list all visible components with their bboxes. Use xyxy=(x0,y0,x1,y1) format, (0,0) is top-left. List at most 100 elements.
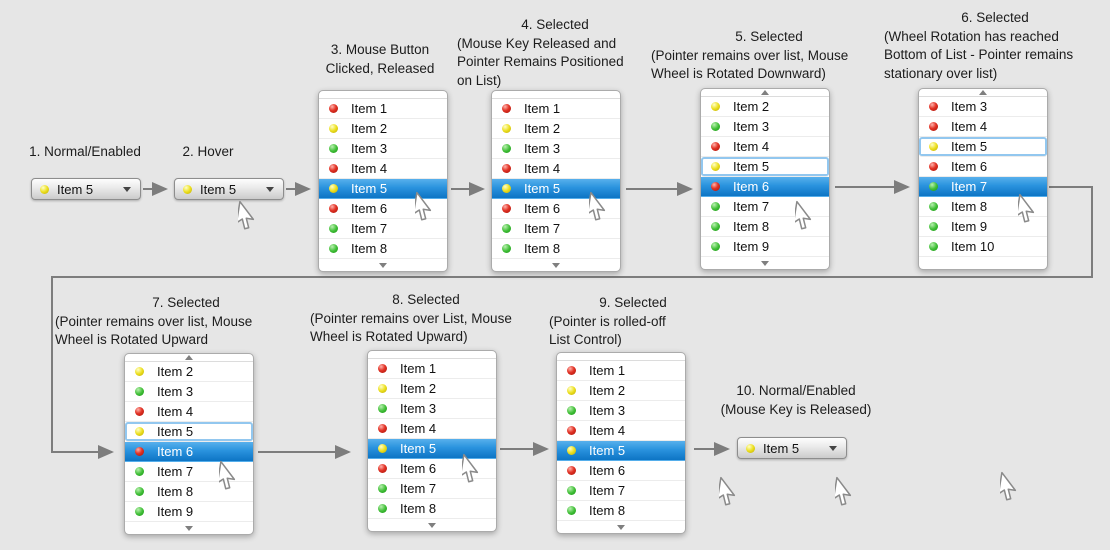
list-item-item-2[interactable]: Item 2 xyxy=(319,119,447,139)
list-item-item-8[interactable]: Item 8 xyxy=(919,197,1047,217)
bullet-yellow-icon xyxy=(329,184,338,193)
list-item-item-5[interactable]: Item 5 xyxy=(557,441,685,461)
list-item-item-4[interactable]: Item 4 xyxy=(319,159,447,179)
combobox-hover-2[interactable]: Item 5 xyxy=(174,178,284,200)
scroll-up-strip[interactable] xyxy=(125,354,253,362)
list-item-item-7[interactable]: Item 7 xyxy=(319,219,447,239)
list-item-item-3[interactable]: Item 3 xyxy=(319,139,447,159)
list-item-item-6[interactable]: Item 6 xyxy=(701,177,829,197)
list-item-item-7[interactable]: Item 7 xyxy=(368,479,496,499)
scroll-down-strip[interactable] xyxy=(701,257,829,269)
label-line: Bottom of List - Pointer remains xyxy=(884,47,1074,62)
list-item-item-1[interactable]: Item 1 xyxy=(492,99,620,119)
list-item-item-9[interactable]: Item 9 xyxy=(701,237,829,257)
state-label-5: 5. Selected(Pointer remains over list, M… xyxy=(651,28,887,84)
list-item-item-3[interactable]: Item 3 xyxy=(919,97,1047,117)
list-item-item-3[interactable]: Item 3 xyxy=(557,401,685,421)
list-item-item-2[interactable]: Item 2 xyxy=(492,119,620,139)
scroll-up-strip[interactable] xyxy=(701,89,829,97)
bullet-red-icon xyxy=(929,102,938,111)
list-item-item-6[interactable]: Item 6 xyxy=(557,461,685,481)
scroll-down-strip[interactable] xyxy=(557,521,685,533)
list-item-item-5[interactable]: Item 5 xyxy=(701,157,829,177)
list-item-item-4[interactable]: Item 4 xyxy=(492,159,620,179)
list-item-item-9[interactable]: Item 9 xyxy=(919,217,1047,237)
list-item-item-4[interactable]: Item 4 xyxy=(557,421,685,441)
list-item-item-10[interactable]: Item 10 xyxy=(919,237,1047,257)
combobox-normal-10[interactable]: Item 5 xyxy=(737,437,847,459)
list-item-item-6[interactable]: Item 6 xyxy=(368,459,496,479)
list-item-item-6[interactable]: Item 6 xyxy=(319,199,447,219)
list-item-label: Item 2 xyxy=(733,99,770,114)
list-item-item-5[interactable]: Item 5 xyxy=(368,439,496,459)
list-item-label: Item 5 xyxy=(400,441,437,456)
list-item-label: Item 3 xyxy=(951,99,988,114)
bullet-yellow-icon xyxy=(135,367,144,376)
list-item-item-1[interactable]: Item 1 xyxy=(368,359,496,379)
label-line: Clicked, Released xyxy=(325,60,435,76)
list-item-item-8[interactable]: Item 8 xyxy=(492,239,620,259)
list-item-item-3[interactable]: Item 3 xyxy=(125,382,253,402)
list-item-item-2[interactable]: Item 2 xyxy=(557,381,685,401)
list-item-label: Item 8 xyxy=(400,501,437,516)
list-item-item-7[interactable]: Item 7 xyxy=(919,177,1047,197)
combobox-normal-1[interactable]: Item 5 xyxy=(31,178,141,200)
list-item-item-2[interactable]: Item 2 xyxy=(125,362,253,382)
label-line: (Mouse Key Released and xyxy=(457,35,617,51)
list-item-item-7[interactable]: Item 7 xyxy=(557,481,685,501)
list-item-item-4[interactable]: Item 4 xyxy=(919,117,1047,137)
bullet-green-icon xyxy=(567,486,576,495)
bullet-green-icon xyxy=(135,387,144,396)
list-item-item-8[interactable]: Item 8 xyxy=(557,501,685,521)
list-item-label: Item 6 xyxy=(733,179,770,194)
list-item-item-7[interactable]: Item 7 xyxy=(701,197,829,217)
list-item-item-3[interactable]: Item 3 xyxy=(368,399,496,419)
label-line: (Pointer is rolled-off xyxy=(549,313,666,329)
bullet-yellow-icon xyxy=(929,142,938,151)
list-item-label: Item 3 xyxy=(351,141,388,156)
list-item-label: Item 3 xyxy=(400,401,437,416)
scroll-down-strip xyxy=(919,257,1047,269)
list-item-item-6[interactable]: Item 6 xyxy=(919,157,1047,177)
list-item-item-9[interactable]: Item 9 xyxy=(125,502,253,522)
list-item-item-2[interactable]: Item 2 xyxy=(368,379,496,399)
list-item-item-6[interactable]: Item 6 xyxy=(125,442,253,462)
list-item-label: Item 5 xyxy=(951,139,988,154)
list-item-item-2[interactable]: Item 2 xyxy=(701,97,829,117)
list-item-item-7[interactable]: Item 7 xyxy=(125,462,253,482)
state-label-7: 7. Selected(Pointer remains over list, M… xyxy=(55,294,317,350)
list-item-item-8[interactable]: Item 8 xyxy=(319,239,447,259)
list-item-label: Item 5 xyxy=(733,159,770,174)
scroll-down-strip[interactable] xyxy=(492,259,620,271)
scroll-up-strip[interactable] xyxy=(919,89,1047,97)
list-item-label: Item 1 xyxy=(589,363,626,378)
list-item-item-1[interactable]: Item 1 xyxy=(319,99,447,119)
list-item-item-5[interactable]: Item 5 xyxy=(125,422,253,442)
list-item-item-3[interactable]: Item 3 xyxy=(492,139,620,159)
list-item-item-5[interactable]: Item 5 xyxy=(919,137,1047,157)
scroll-down-strip[interactable] xyxy=(125,522,253,534)
list-item-item-4[interactable]: Item 4 xyxy=(701,137,829,157)
list-item-item-6[interactable]: Item 6 xyxy=(492,199,620,219)
list-item-item-1[interactable]: Item 1 xyxy=(557,361,685,381)
scroll-down-icon xyxy=(185,525,193,531)
bullet-red-icon xyxy=(502,204,511,213)
scroll-down-strip[interactable] xyxy=(319,259,447,271)
state-label-2: 2. Hover xyxy=(168,143,248,162)
list-item-item-5[interactable]: Item 5 xyxy=(319,179,447,199)
label-line: (Pointer remains over list, Mouse xyxy=(651,47,849,63)
list-item-label: Item 5 xyxy=(157,424,194,439)
list-item-item-7[interactable]: Item 7 xyxy=(492,219,620,239)
list-item-item-8[interactable]: Item 8 xyxy=(701,217,829,237)
list-item-item-8[interactable]: Item 8 xyxy=(368,499,496,519)
list-item-item-4[interactable]: Item 4 xyxy=(125,402,253,422)
scroll-down-strip[interactable] xyxy=(368,519,496,531)
list-item-item-5[interactable]: Item 5 xyxy=(492,179,620,199)
list-item-item-4[interactable]: Item 4 xyxy=(368,419,496,439)
list-item-label: Item 6 xyxy=(524,201,561,216)
list-item-item-3[interactable]: Item 3 xyxy=(701,117,829,137)
list-item-item-8[interactable]: Item 8 xyxy=(125,482,253,502)
bullet-red-icon xyxy=(329,104,338,113)
label-line: Wheel is Rotated Downward) xyxy=(651,66,826,81)
